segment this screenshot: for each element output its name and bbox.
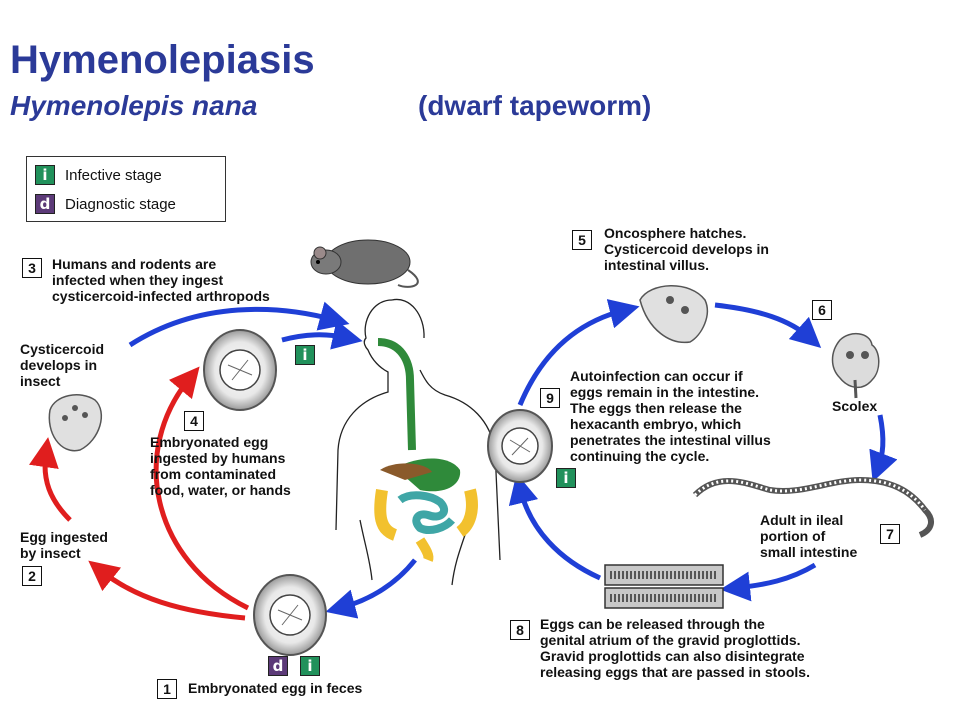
egg-icon-1 — [253, 574, 327, 656]
step-3-text: Humans and rodents are infected when the… — [52, 256, 270, 304]
step-8-text: Eggs can be released through the genital… — [540, 616, 810, 680]
arrow-red-2-to-cysticercoid — [29, 437, 72, 522]
legend-diagnostic: d Diagnostic stage — [35, 194, 176, 214]
arrow-blue-human-to-1 — [325, 558, 417, 619]
species-name: Hymenolepis nana — [10, 90, 258, 121]
arrow-blue-4-to-human — [281, 320, 363, 350]
arrow-blue-5-to-6 — [714, 302, 822, 349]
arrow-blue-6-to-7 — [869, 414, 898, 483]
infective-stage-badge: i — [35, 165, 55, 185]
arrow-blue-3-to-human — [128, 301, 350, 348]
step-6-number: 6 — [812, 300, 832, 320]
adult-tapeworm-icon — [692, 476, 934, 538]
arrow-red-1-to-4 — [153, 366, 250, 611]
step-9-text: Autoinfection can occur if eggs remain i… — [570, 368, 771, 464]
arrow-blue-7-to-8 — [720, 562, 817, 602]
digestive-tract-icon — [374, 338, 478, 562]
legend-infective-label: Infective stage — [65, 166, 162, 184]
step-5-number: 5 — [572, 230, 592, 250]
step-2-text: Egg ingested by insect — [20, 529, 108, 561]
egg-icon-9 — [487, 409, 553, 483]
step-7-number: 7 — [880, 524, 900, 544]
step-7-text: Adult in ileal portion of small intestin… — [760, 512, 858, 560]
gravid-proglottid-icon — [604, 564, 724, 609]
scolex-icon — [831, 333, 880, 399]
step-5-text: Oncosphere hatches. Cysticercoid develop… — [604, 225, 769, 273]
arrow-red-1-to-2 — [88, 560, 246, 621]
diagnostic-stage-badge: d — [35, 194, 55, 214]
legend-infective: i Infective stage — [35, 165, 162, 185]
step-1-number: 1 — [157, 679, 177, 699]
legend: i Infective stage d Diagnostic stage — [26, 156, 226, 222]
step-6-text: Scolex — [832, 398, 878, 414]
step-1-text: Embryonated egg in feces — [188, 680, 363, 696]
step-4-text: Embryonated egg ingested by humans from … — [150, 434, 291, 498]
step-8-number: 8 — [510, 620, 530, 640]
page-title: Hymenolepiasis — [10, 38, 315, 82]
legend-diagnostic-label: Diagnostic stage — [65, 195, 176, 213]
step-2-number: 2 — [22, 566, 42, 586]
step-3-number: 3 — [22, 258, 42, 278]
infective-stage-badge-4: i — [295, 345, 315, 365]
infective-stage-badge-1: i — [300, 656, 320, 676]
arrow-blue-8-to-9 — [508, 473, 602, 581]
step-4-number: 4 — [184, 411, 204, 431]
cysticercoid-icon-villus — [639, 285, 709, 344]
arrow-blue-9-to-5 — [517, 299, 640, 406]
cysticercoid-icon-insect — [48, 394, 103, 452]
rat-icon — [310, 239, 419, 288]
egg-icon-4 — [203, 329, 277, 411]
infective-stage-badge-9: i — [556, 468, 576, 488]
cysticercoid-insect-text: Cysticercoid develops in insect — [20, 341, 105, 389]
common-name: (dwarf tapeworm) — [418, 90, 652, 121]
step-9-number: 9 — [540, 388, 560, 408]
diagnostic-stage-badge-1: d — [268, 656, 288, 676]
